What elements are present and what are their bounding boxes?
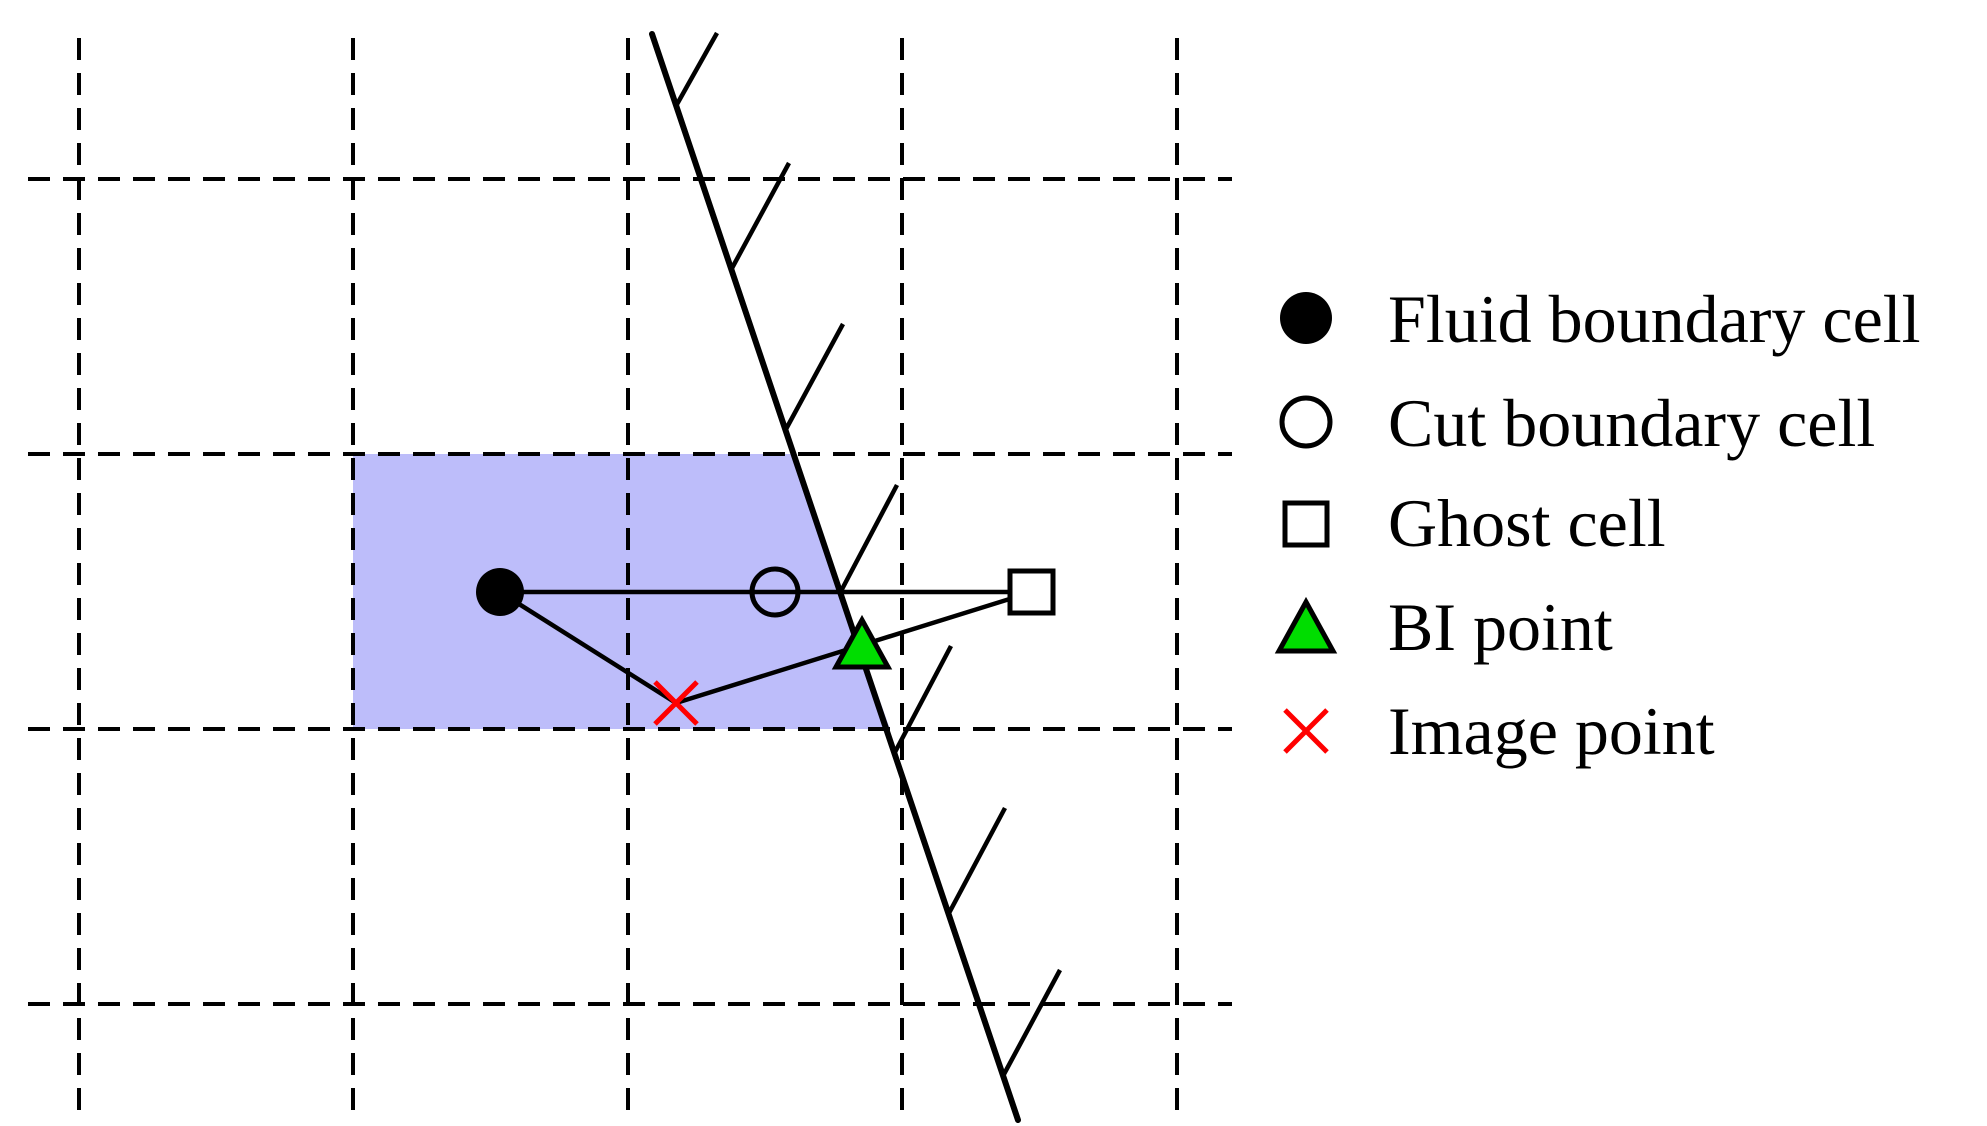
wall-hatch — [946, 806, 1007, 917]
legend-green-triangle-icon — [1274, 596, 1338, 654]
fluid-to-image-line — [498, 590, 678, 705]
connection-lines — [498, 589, 1033, 706]
legend-label-cut-boundary-cell: Cut boundary cell — [1388, 385, 1875, 461]
legend-open-circle-icon — [1279, 395, 1333, 449]
horizontal-grid-lines — [28, 177, 1232, 1006]
legend-label-ghost-cell: Ghost cell — [1388, 485, 1666, 561]
wall-hatch — [729, 161, 791, 272]
wall-hatch — [838, 483, 899, 595]
bi-point-marker — [831, 614, 893, 670]
wall-hatch — [674, 31, 719, 108]
legend-open-square-icon — [1282, 500, 1330, 548]
cut-boundary-cell-marker — [749, 566, 801, 618]
legend-filled-circle-icon — [1280, 292, 1332, 344]
boundary-line — [649, 31, 1021, 1123]
image-to-bi-line — [675, 642, 863, 706]
wall-hatch — [783, 322, 845, 433]
bi-to-ghost-line — [861, 589, 1033, 648]
ghost-cell-marker — [1007, 568, 1056, 616]
vertical-grid-lines — [77, 38, 1179, 1120]
fluid-boundary-cell-marker — [476, 568, 524, 616]
wall-hatch — [892, 644, 953, 756]
legend-red-cross-icon — [1283, 708, 1329, 754]
legend-label-fluid-boundary-cell: Fluid boundary cell — [1388, 281, 1921, 357]
wall-hatch — [1001, 968, 1062, 1078]
legend-label-image-point: Image point — [1388, 693, 1715, 769]
legend: Fluid boundary cell Cut boundary cell Gh… — [1274, 281, 1921, 769]
image-point-marker — [653, 680, 699, 726]
legend-label-bi-point: BI point — [1388, 589, 1613, 665]
immersed-boundary-wall — [649, 31, 1062, 1123]
